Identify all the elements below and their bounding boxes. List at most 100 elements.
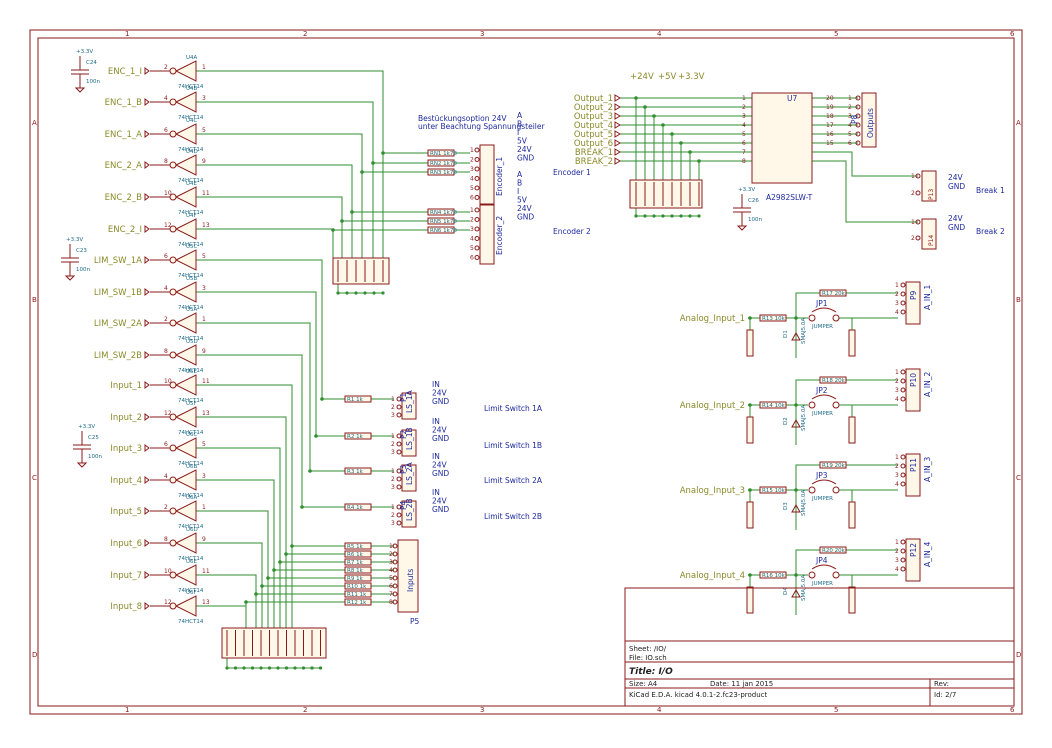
input-inverter-5-body: [174, 500, 197, 522]
input-connector-pinnum: 3: [389, 559, 393, 566]
break-connector-pinnum: 2: [911, 235, 915, 242]
input-connector-pin: [392, 575, 398, 581]
input-inverter-6-pin-out: 9: [202, 536, 206, 543]
limit-inverter-2-pin-out: 3: [202, 285, 206, 292]
limit-inverter-2-ref: U5B: [186, 276, 198, 282]
limit-caption: Limit Switch 1B: [484, 441, 542, 450]
input-inverter-2-pin-in: 12: [164, 410, 172, 417]
input-connector-pinnum: 8: [389, 599, 393, 606]
input-inverter-5-bubble: [169, 507, 177, 515]
limit-inverter-2-body: [174, 281, 197, 303]
input-inverter-5-ref: U6A: [186, 495, 198, 501]
input-inverter-8-flag: [144, 602, 150, 610]
limit-pin-label: IN: [432, 452, 440, 461]
limit-inverter-3-value: 74HCT14: [178, 336, 204, 342]
output-flag: [614, 121, 621, 129]
limit-connector-pinnum: 1: [391, 433, 395, 440]
limit-connector-pin: [396, 512, 402, 518]
encoder-resistor-network: [332, 257, 390, 285]
output-resistor-network: [629, 179, 703, 209]
encoder-note-line-2: unter Beachtung Spannungsteiler: [418, 122, 545, 131]
encoder-inverter-2-body: [174, 91, 197, 113]
input-series-resistor-3-text: R7 1k: [347, 560, 364, 566]
analog-fb-wire: [795, 292, 820, 318]
encoder-inverter-4-pin-in: 8: [164, 158, 168, 165]
frame-col-label: 2: [303, 30, 307, 38]
limit-inverter-1-pin-in: 6: [164, 253, 168, 260]
input-connector-pin: [392, 551, 398, 557]
input-inverter-5-label: Input_5: [110, 507, 142, 517]
input-network-gnd: [226, 658, 320, 669]
encoder-inverter-2-flag: [144, 98, 150, 106]
limit-connector-name: LS_1B: [405, 427, 414, 450]
analog-connector-4: [905, 538, 921, 582]
analog-diode-4: [791, 588, 801, 598]
analog-connector-pinnum: 2: [895, 548, 899, 555]
encoder-1-connector-pinnum: 4: [470, 176, 474, 183]
encoder-inverter-2-label: ENC_1_B: [105, 98, 143, 108]
input-inverter-7-label: Input_7: [110, 571, 142, 581]
break-2-label-gnd: GND: [948, 223, 965, 232]
output-label-4: Output_4: [574, 121, 613, 131]
limit-connector-pin: [396, 476, 402, 482]
break-1-label-24v: 24V: [948, 173, 964, 182]
encoder-inverter-4-flag: [144, 161, 150, 169]
limit-connector-pin: [396, 520, 402, 526]
title-block-date: Date: 11 jan 2015: [710, 680, 773, 688]
driver-pin: 7: [742, 149, 746, 156]
encoder-inverter-4-ref: U4D: [186, 149, 198, 155]
analog-jumper-pin: [832, 401, 840, 409]
output-flag: [614, 148, 621, 156]
limit-wire: [196, 322, 345, 472]
analog-fb-resistor-2-text: R18 20k: [822, 378, 846, 384]
analog-connector-pinnum: 1: [895, 369, 899, 376]
encoder-inverter-6-body: [174, 218, 197, 240]
input-inverter-1-value: 74HCT14: [178, 398, 204, 404]
analog-fb-wire: [795, 464, 820, 490]
analog-connector-pinnum: 2: [895, 291, 899, 298]
analog-diode-1: [791, 331, 801, 341]
frame-row-label: D: [1016, 651, 1021, 659]
outputs-connector-pin: [855, 140, 861, 146]
limit-series-resistor-2-text: R2 1k: [347, 434, 364, 440]
encoder-inverter-5-body: [174, 186, 197, 208]
analog-diode-value: SMAJ5.0A: [801, 318, 807, 344]
inputs-connector: Inputs P5: [397, 539, 420, 626]
frame-row-label: C: [32, 474, 37, 482]
input-inverter-1-bubble: [169, 381, 177, 389]
limit-connector-pin: [396, 433, 402, 439]
input-inverter-4-pin-in: 4: [164, 473, 168, 480]
driver-pin: 2: [742, 104, 746, 111]
analog-connector-pinnum: 3: [895, 300, 899, 307]
frame-col-label: 3: [480, 706, 484, 714]
analog-pd-resistor: [746, 329, 754, 357]
input-inverter-3-body: [174, 437, 197, 459]
limit-inverter-4-label: LIM_SW_2B: [94, 351, 142, 361]
encoder-series-resistor-6-text: RN6 1k78: [430, 228, 457, 234]
cap-c25-supply: +3.3V: [78, 424, 95, 430]
analog-series-resistor-4-text: R16 10k: [762, 573, 786, 579]
input-wire: [196, 601, 345, 607]
analog-connector-pinnum: 3: [895, 387, 899, 394]
analog-jumper-arc: [811, 394, 837, 400]
limit-inverter-4-flag: [144, 351, 150, 359]
limit-pin-label: IN: [432, 417, 440, 426]
analog-jumper-ref: JP2: [815, 386, 828, 395]
input-series-resistor-1-text: R5 1k: [347, 544, 364, 550]
encoder-inverter-3-body: [174, 123, 197, 145]
limit-series-resistor-4: [344, 503, 372, 511]
limit-inverter-3-bubble: [169, 319, 177, 327]
limit-caption: Limit Switch 2B: [484, 512, 542, 521]
encoder-2-connector-pin: [474, 226, 480, 232]
encoder-inverter-6-value: 74HCT14: [178, 242, 204, 248]
input-series-resistor-2-text: R6 1k: [347, 552, 364, 558]
title-block: Sheet: /IO/ File: IO.sch Title: I/O Size…: [624, 587, 1015, 707]
analog-label-2: Analog_Input_2: [680, 401, 745, 411]
limit-pin-label: 24V: [432, 461, 448, 470]
analog-connector-pinnum: 4: [895, 481, 899, 488]
frame-row-label: D: [32, 651, 37, 659]
analog-connector-name: A_IN_1: [923, 285, 932, 310]
analog-fb-wire: [795, 549, 820, 575]
